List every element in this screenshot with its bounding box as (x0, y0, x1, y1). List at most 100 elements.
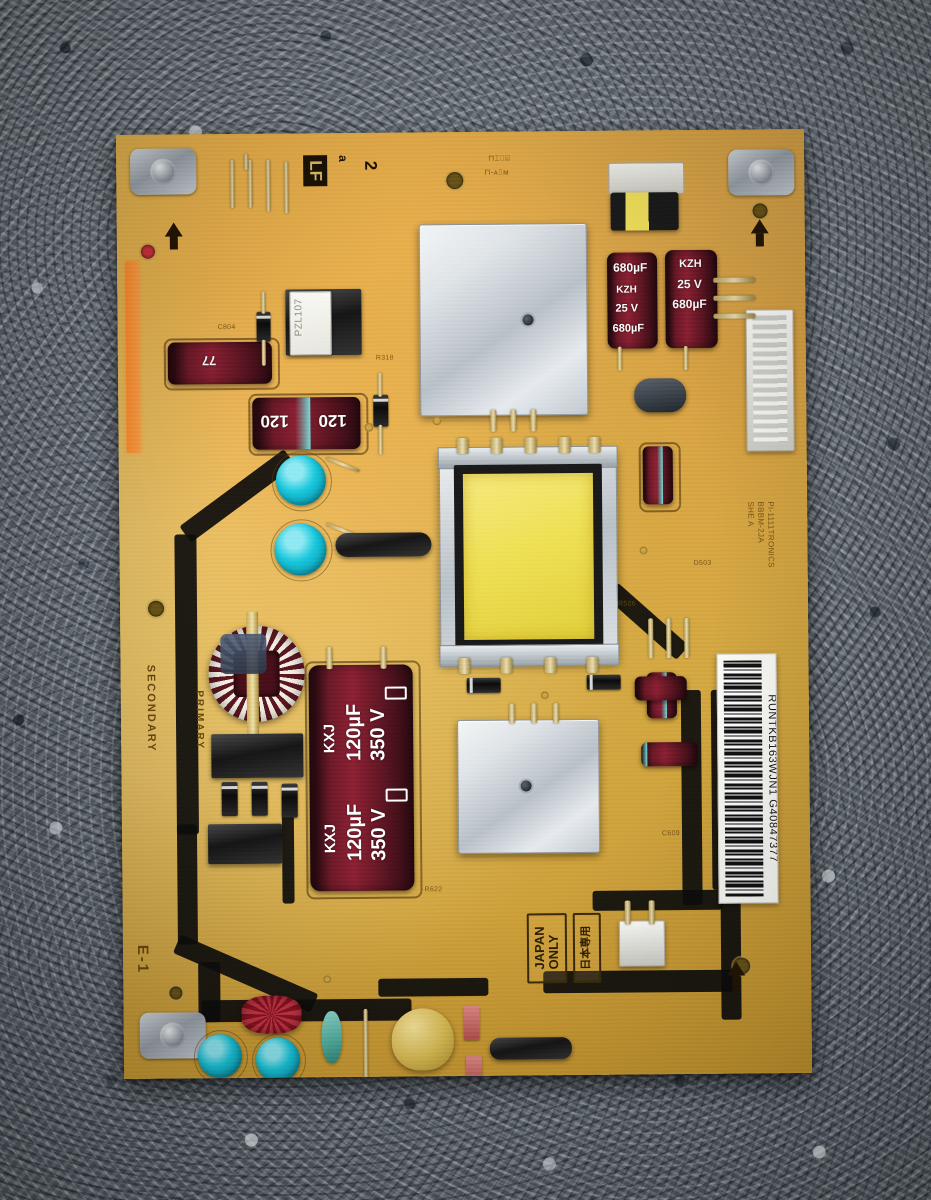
cap-c6-text-1: 120 (260, 411, 289, 431)
cap-c3-l1: KXJ (321, 823, 340, 854)
pad-d (323, 975, 332, 984)
cap-c6-polarity-stripe (295, 397, 311, 450)
transformer-pin-b2 (500, 657, 513, 674)
trace-bottom-horizontal (201, 998, 412, 1023)
diode-lead-1b (261, 339, 266, 366)
pin-row-top-a (230, 159, 235, 209)
gold-film-cap (391, 1008, 455, 1071)
silk-e1: E-1 (133, 944, 152, 975)
cap-c1-lead (617, 346, 622, 371)
cap-c2-line3: 680µF (672, 296, 707, 312)
pad-a (364, 422, 374, 432)
screw-top-left (150, 158, 177, 185)
diode-mid-band-a (469, 677, 473, 693)
disc-cap-4 (255, 1037, 301, 1079)
japan-only-label: JAPAN ONLY (526, 913, 568, 984)
black-bar-bottom-right (489, 1037, 572, 1060)
diode-upper-right (373, 394, 389, 427)
arrow-up-top-left (164, 222, 183, 237)
relay-ps107: PZL107 (289, 291, 332, 356)
transformer-pin-t5 (588, 436, 601, 453)
cap-c1-line2: KZH (616, 284, 637, 296)
pin-row-top-b (248, 159, 253, 208)
diode-mid-band-b (589, 674, 593, 690)
trace-left-lower (176, 824, 198, 945)
white-connector-bottom[interactable] (618, 920, 666, 967)
japan-only-line2: ONLY (545, 934, 562, 970)
screw-bottom-left (159, 1022, 186, 1049)
mounting-ear-top-right (728, 149, 795, 196)
heatsink-lower-pin-a (508, 703, 516, 724)
silk-right-edge-2: BBBM-2JA (756, 501, 766, 543)
heatsink-lower-screw (520, 780, 532, 792)
long-lead-bottom (363, 1008, 369, 1079)
disc-cap-2 (274, 523, 327, 576)
diode-band-2 (373, 398, 389, 402)
silk-top-center-2: ⊓-ᴀ⌷ᴍ (484, 167, 509, 177)
diode-lower-2 (251, 781, 268, 816)
japan-jp-label: 日本専用 (572, 912, 602, 984)
cap-right-mid-ring (638, 442, 682, 513)
silk-secondary: SECONDARY (144, 664, 158, 753)
cap-c2-lead (683, 346, 688, 371)
digit-2-mark: 2 (361, 160, 381, 171)
silk-right-edge-1: SHE A (746, 501, 756, 527)
diode-mid-a (466, 677, 501, 693)
transformer-pin-t2 (490, 437, 503, 454)
trace-mid-right (592, 889, 723, 911)
heatsink-upper-pin-c (530, 409, 537, 432)
disc-cap-1 (275, 455, 327, 506)
transformer-pin-t3 (524, 437, 537, 454)
pin-row-top-e (244, 153, 249, 170)
cap-right-low2-stripe (641, 742, 648, 767)
diode-lead-2a (377, 372, 383, 397)
japan-only-text: JAPAN ONLY (532, 927, 562, 970)
right-pin-top-2 (713, 295, 756, 301)
bottom-conn-pin-a (624, 900, 631, 925)
silk-r4: D503 (693, 559, 712, 567)
cap-c3-polarity-mark-1 (384, 686, 407, 700)
cap-c3-l2: 120µF (343, 803, 367, 862)
right-pin-top-1 (713, 277, 756, 283)
transformer-pin-t1 (456, 437, 469, 455)
mounting-hole-top-mid (446, 171, 464, 190)
diode-upper-left (256, 311, 271, 342)
cap-c5-text: 77 (201, 353, 217, 369)
white-connector-right-slots (752, 315, 788, 446)
heatsink-lower-pin-b (530, 703, 538, 724)
mounting-hole-left-mid (147, 600, 165, 617)
heatsink-upper-pin-b (510, 409, 517, 432)
cap-c1-line1: 680µF (613, 260, 648, 275)
cap-c2-line2: 25 V (677, 276, 702, 292)
test-point-ring-left (140, 244, 155, 259)
transformer-pin-b4 (586, 656, 599, 673)
silk-r5: R622 (424, 886, 443, 894)
pcb-board: LF a 2 ⊓⌶⌷⌸ ⊓-ᴀ⌷ᴍ SECONDARY PRIMARY E-1 … (115, 129, 813, 1079)
silk-r6: C609 (661, 830, 680, 838)
cap-c6-text-2: 120 (318, 411, 347, 431)
pad-c (639, 546, 648, 555)
green-film-cap (321, 1011, 343, 1064)
white-connector-right[interactable] (745, 309, 795, 452)
heatsink-lower (457, 718, 601, 855)
electrolytic-cap-120uf-teal: 120 120 (252, 396, 361, 450)
toroid-clamp (246, 611, 260, 742)
silk-right-edge-3: PI-1111TRONICS (766, 501, 776, 568)
pad-e (540, 691, 549, 700)
pin-row-top-c (266, 159, 271, 212)
cap-c1-line4: 680µF (612, 322, 645, 335)
diode-band-1 (256, 315, 271, 319)
right-pin-3 (684, 618, 690, 659)
diode-lead-1a (261, 291, 266, 314)
cap-c2-line1: KZH (678, 257, 702, 271)
mounting-hole-bottom-left-small (169, 986, 183, 1000)
heatsink-upper-pin-a (490, 409, 497, 432)
mounting-hole-top-right-small (752, 203, 768, 219)
right-pin-2 (666, 618, 672, 659)
diode-lead-2b (378, 424, 383, 455)
black-ic-lower-left (207, 823, 283, 865)
transformer-core-yellow-tape (453, 463, 604, 650)
diode-mid-b (586, 674, 621, 690)
silk-r1: R318 (375, 354, 394, 362)
